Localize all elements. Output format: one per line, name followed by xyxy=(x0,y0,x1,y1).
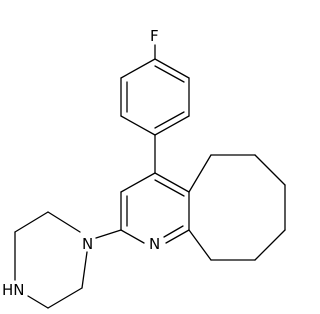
bond-pyr-c8a-n xyxy=(165,229,190,244)
bond-oct-5 xyxy=(254,229,286,261)
bond-pyr-n-c2 xyxy=(120,229,145,244)
bond-pip-6 xyxy=(81,251,88,289)
fluorine-label: F xyxy=(150,27,159,45)
bond-pyridine-piperazine xyxy=(95,229,122,239)
bond-phenyl-4 xyxy=(120,115,156,136)
bond-oct-3 xyxy=(254,154,286,186)
bond-oct-1 xyxy=(188,154,212,193)
bond-oct-7 xyxy=(188,229,212,261)
bond-phenyl-1 xyxy=(154,58,190,79)
atom-labels: F N N HN xyxy=(2,27,160,299)
bond-pyr-c4-c4a xyxy=(154,172,190,193)
bond-pip-5 xyxy=(47,287,83,309)
pyridine-nitrogen-label: N xyxy=(149,235,160,253)
bond-pip-1 xyxy=(47,211,81,233)
bond-pip-2 xyxy=(14,211,49,233)
piperazine-nitrogen-label: N xyxy=(82,235,93,253)
molecule-structure: F N N HN xyxy=(2,27,286,309)
bond-phenyl-3-inner xyxy=(154,111,185,129)
bond-phenyl-6 xyxy=(120,58,156,79)
bond-pyr-c8a-n-inner xyxy=(163,225,184,238)
bond-phenyl-3 xyxy=(154,115,190,136)
piperazine-nh-label: HN xyxy=(2,281,25,299)
bonds xyxy=(14,44,286,309)
bond-pyr-c3-c4 xyxy=(120,172,156,193)
bond-phenyl-1-inner xyxy=(154,65,185,83)
bond-pip-4 xyxy=(27,295,49,309)
bond-pyr-c4-c4a-inner xyxy=(154,179,185,197)
